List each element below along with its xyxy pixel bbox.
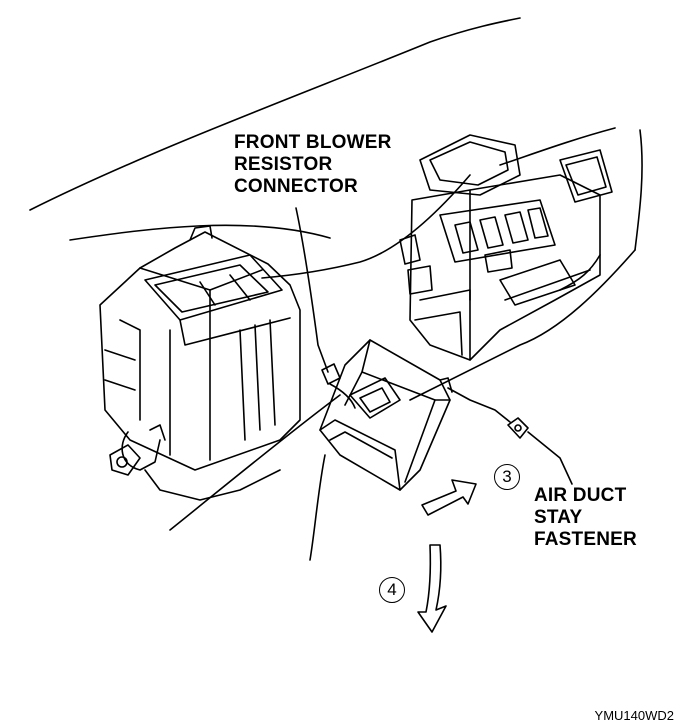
step-4-badge: 4: [379, 577, 405, 603]
step-3-badge: 3: [494, 464, 520, 490]
dashboard-outline: [29, 17, 643, 531]
front-blower-resistor-connector-label: FRONT BLOWER RESISTOR CONNECTOR: [234, 132, 392, 198]
label-line: CONNECTOR: [234, 176, 358, 197]
label-line: STAY: [534, 507, 583, 528]
label-line: FASTENER: [534, 529, 637, 550]
arrow-right-icon: [421, 479, 477, 516]
label-line: AIR DUCT: [534, 485, 627, 506]
label-line: RESISTOR: [234, 154, 333, 175]
air-duct-stay-fastener-label: AIR DUCT STAY FASTENER: [534, 485, 637, 551]
arrow-down-icon: [417, 544, 447, 633]
right-cooler-unit: [399, 134, 601, 361]
dashboard-vent: [559, 149, 613, 203]
figure-id: YMU140WD2: [594, 708, 674, 723]
air-duct: [309, 339, 453, 561]
label-line: FRONT BLOWER: [234, 132, 392, 153]
resistor-connector-harness: [295, 207, 356, 409]
left-heater-unit: [99, 225, 301, 501]
stay-fastener: [447, 387, 573, 485]
